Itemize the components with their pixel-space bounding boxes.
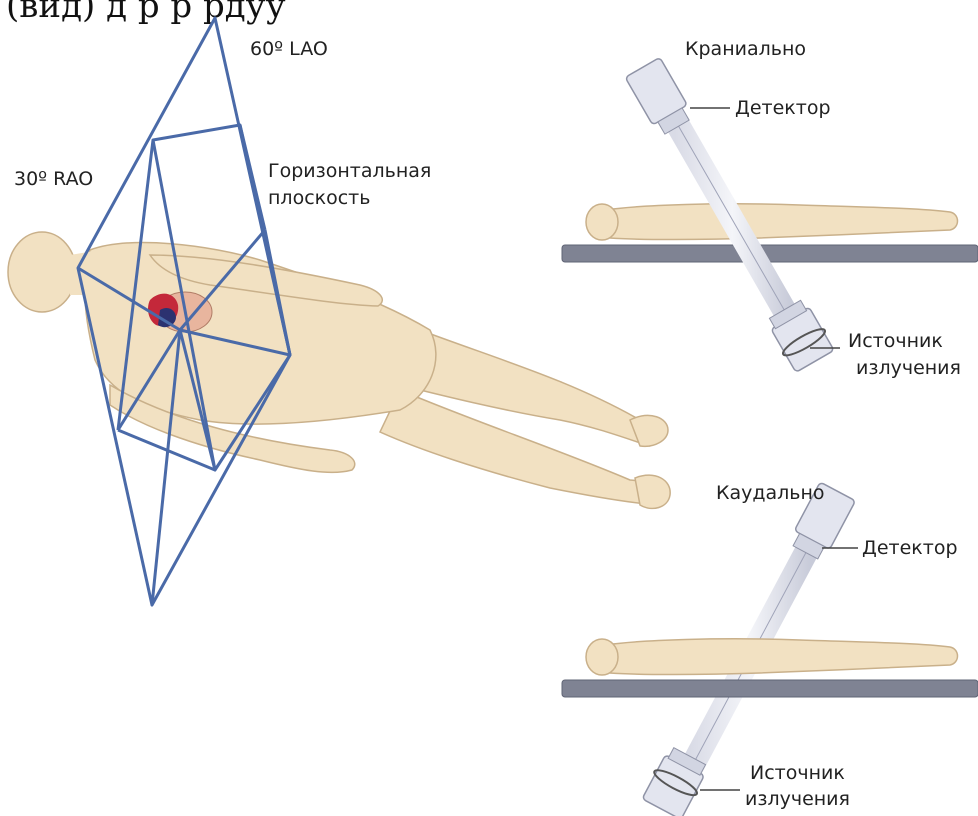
caudal-detector-label: Детектор xyxy=(862,537,958,561)
cranial-detector-label: Детектор xyxy=(735,97,831,121)
horizontal-plane-label-line1: Горизонтальная xyxy=(268,160,431,184)
cranial-title: Краниально xyxy=(685,38,806,62)
main-body xyxy=(8,232,670,508)
cranial-source-label-line2: излучения xyxy=(856,357,961,381)
rao-label: 30º RAO xyxy=(14,168,93,192)
caudal-title: Каудально xyxy=(716,482,825,506)
horizontal-plane-label-line2: плоскость xyxy=(268,187,370,211)
cranial-source-label-line1: Источник xyxy=(848,330,943,354)
caudal-source-label-line2: излучения xyxy=(745,788,850,812)
lao-label: 60º LAO xyxy=(250,38,328,62)
caudal-source-label-line1: Источник xyxy=(750,762,845,786)
